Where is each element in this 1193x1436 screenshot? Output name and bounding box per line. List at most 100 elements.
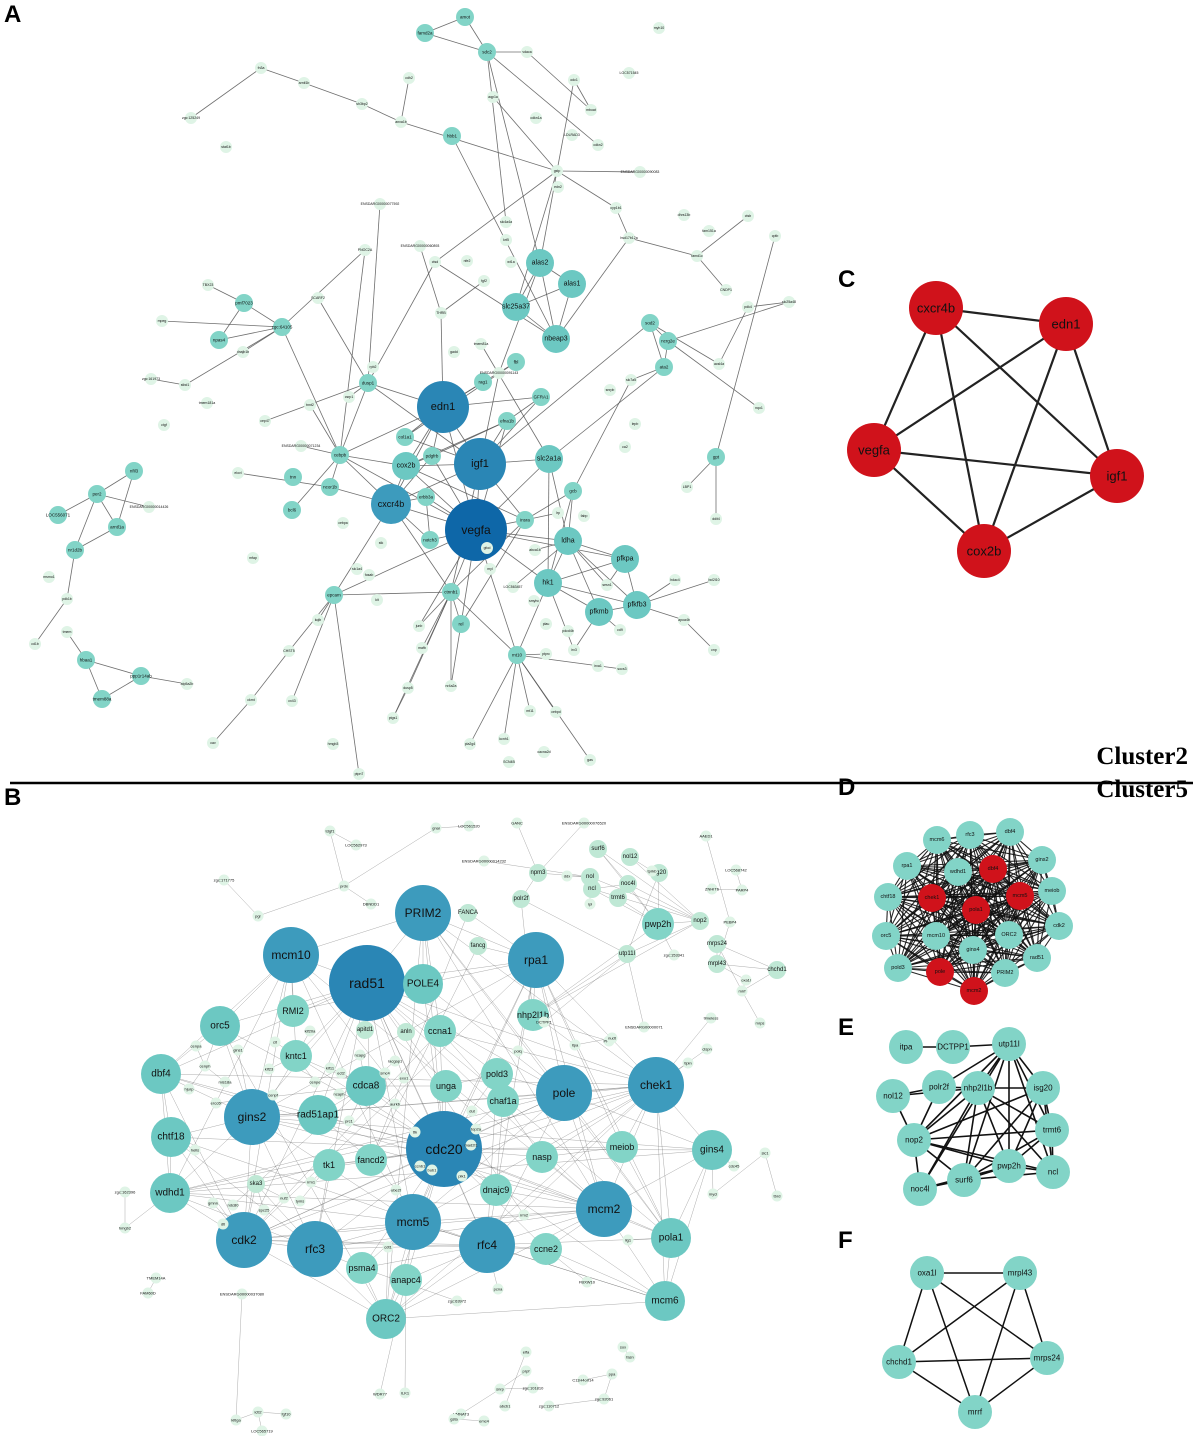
panel-a-node-circle-dusp1 xyxy=(359,374,377,392)
panel-b-edge-cdc20-orc5 xyxy=(219,1025,445,1150)
panel-a-nodes: vegfaigf1edn1cxcr4bcox2bslc2a1aldhahk1pf… xyxy=(29,8,796,780)
panel-a-node-label-atp5a2b: atp5a2b xyxy=(181,682,194,686)
panel-a-node-sesn1: sesn1 xyxy=(601,579,613,591)
panel-a-node-circle-fgf2 xyxy=(478,275,490,287)
panel-b-node-circle-dctpp1 xyxy=(538,1016,550,1028)
panel-b-node-circle-itpa xyxy=(569,1039,581,1051)
panel-a-node-gfod: gfod xyxy=(481,542,493,554)
panel-b-node-circle-fancd2 xyxy=(355,1144,387,1176)
panel-b-node-circle-ska3 xyxy=(247,1175,265,1193)
panel-b-node-label-ens10: ENSDARG00000037080 xyxy=(220,1292,265,1297)
panel-b-node-zgc92061: zgc:92061 xyxy=(595,1393,614,1405)
panel-a-node-label-stat1b: stat1b xyxy=(221,145,231,149)
panel-a-node-label-pnoc2a: PNOC2A xyxy=(358,248,373,252)
panel-b-node-zgc101810: zgc:101810 xyxy=(523,1382,544,1394)
panel-b-node-circle-ddx xyxy=(561,870,573,882)
panel-b-node-label-nudt: nudt xyxy=(608,1036,617,1041)
panel-a-edge-pdk4-acsl4a xyxy=(718,306,749,365)
panel-a-node-cnp: cnp xyxy=(708,644,720,656)
panel-a-node-label-efna1b: efna1b xyxy=(500,419,514,424)
panel-b-node-hjurp: hjurp xyxy=(183,1083,195,1095)
panel-b-node-timeless: timeless xyxy=(704,1012,719,1024)
panel-b-node-circle-exo1 xyxy=(398,1072,410,1084)
panel-b-node-slc1: slc1 xyxy=(759,1147,771,1159)
panel-b-node-label-chaf1a: chaf1a xyxy=(489,1096,516,1106)
panel-a-node-circle-ctsb xyxy=(742,210,754,222)
panel-b-node-circle-prim2 xyxy=(395,885,451,941)
panel-b-node-npm3: npm3 xyxy=(529,864,547,882)
panel-a-node-circle-hmgb3 xyxy=(327,738,339,750)
panel-b-node-dut: dut xyxy=(466,1105,478,1117)
panel-b-edge-rfc3-chtf18 xyxy=(170,1136,316,1250)
panel-a-node-fbl: fbl xyxy=(507,353,525,371)
panel-b-node-circle-cenpf xyxy=(267,1089,279,1101)
panel-d-node-label-pola1: pola1 xyxy=(969,907,982,913)
panel-b-edge-chek1-rpa1 xyxy=(535,959,657,1086)
panel-a-node-circle-zgc64105 xyxy=(273,318,291,336)
panel-a-edge-nbeap3-hsd17b12a xyxy=(555,237,630,340)
panel-b-edge-elfa-abcb1 xyxy=(504,1351,527,1407)
panel-c-node-circle-vegfa xyxy=(847,423,901,477)
panel-b-node-circle-zgc162396 xyxy=(119,1186,131,1198)
panel-a-node-circle-ens4 xyxy=(414,240,426,252)
panel-a-node-ldlrad3: LDLRAD3 xyxy=(564,129,580,141)
panel-b-node-prc1: prc1 xyxy=(343,1115,355,1127)
panel-d-node-chtf18: chtf18 xyxy=(874,883,902,911)
panel-a-node-circle-anxa1b xyxy=(395,116,407,128)
panel-b-node-circle-racgap1 xyxy=(389,1055,401,1067)
panel-b-node-label-loc565719: LOC565719 xyxy=(251,1429,273,1434)
panel-e-node-pwp2h: pwp2h xyxy=(992,1149,1026,1183)
panel-b-node-chchd1: chchd1 xyxy=(767,961,787,979)
panel-a-node-label-rel: rel xyxy=(458,622,463,627)
panel-b-node-label-ect2: ect2 xyxy=(337,1071,345,1076)
panel-b-node-circle-rad51ap1 xyxy=(298,1095,338,1135)
panel-a-edge-rel-nr4a2a xyxy=(450,623,462,687)
panel-a-node-label-ldha: ldha xyxy=(561,538,574,545)
panel-b-node-circle-dnajc9 xyxy=(480,1174,512,1206)
panel-a-node-myh10: myh10 xyxy=(653,22,665,34)
panel-b-node-mcm10: mcm10 xyxy=(263,927,319,983)
panel-a-node-label-npas4: npas4 xyxy=(213,338,226,343)
panel-b-node-circle-noc4l xyxy=(619,875,637,893)
panel-b-node-circle-parp4 xyxy=(736,884,748,896)
panel-b-node-label-ccna1: ccna1 xyxy=(428,1026,452,1036)
panel-a-node-label-fam151a: fam151a xyxy=(702,229,716,233)
panel-b-node-circle-surf6 xyxy=(589,840,607,858)
panel-a-node-label-tmem81a: tmem81a xyxy=(474,342,489,346)
panel-a-node-circle-insra xyxy=(516,511,534,529)
panel-b-edge-gins4-mcm6 xyxy=(664,1149,713,1302)
panel-b-node-ercc6l: ercc6l xyxy=(210,1097,222,1109)
panel-d-node-label-pold3: pold3 xyxy=(891,965,904,971)
panel-a-node-label-cndp1: CNDP1 xyxy=(720,288,732,292)
panel-a-node-tbx23: TBX23 xyxy=(202,279,214,291)
panel-b-node-circle-pebp4 xyxy=(724,916,736,928)
panel-b-node-ncapg: ncapg xyxy=(354,1049,366,1061)
panel-b-node-dnajc9: dnajc9 xyxy=(480,1174,512,1206)
panel-b-node-label-wdr77: WDR77 xyxy=(373,1392,388,1397)
panel-a-node-cdh2: cdh2 xyxy=(403,72,415,84)
panel-b-node-label-racgap1: racgap1 xyxy=(388,1059,403,1064)
panel-a-node-hdac4: hdac4 xyxy=(669,574,681,586)
panel-a-node-irxa1: irxa1 xyxy=(592,660,604,672)
panel-b-node-zgc162396: zgc:162396 xyxy=(115,1186,136,1198)
panel-a-node-smyhc: smyhc xyxy=(528,595,540,607)
panel-a-node-label-per2: per2 xyxy=(92,492,102,497)
panel-d-node-circle-gins4 xyxy=(959,936,987,964)
panel-c-node-label-cxcr4b: cxcr4b xyxy=(917,301,955,316)
panel-b-node-circle-dbf4 xyxy=(141,1054,181,1094)
panel-b-edge-nop2-noc4l xyxy=(627,883,701,922)
panel-a-node-circle-sesn1 xyxy=(601,579,613,591)
panel-b-node-pole4: POLE4 xyxy=(403,964,443,1004)
panel-b-node-circle-ens10 xyxy=(236,1288,248,1300)
panel-a-node-pla2g4: pla2g4 xyxy=(464,738,476,750)
panel-e-node-noc4l: noc4l xyxy=(903,1172,937,1206)
panel-b-node-label-timeless: timeless xyxy=(704,1016,719,1021)
panel-b-node-kif23: kif23 xyxy=(263,1063,275,1075)
panel-b-edge-nhp2l1b-nop2 xyxy=(532,920,701,1016)
panel-a-edge-chst5-ckmt xyxy=(250,650,290,701)
panel-a-node-vegfa: vegfa xyxy=(445,499,507,561)
panel-b-node-label-rpl: rpl xyxy=(588,902,593,907)
panel-a-node-label-pdk1b: pdk1b xyxy=(62,597,72,601)
panel-d-node-label-wdhd1: wdhd1 xyxy=(949,869,966,875)
panel-a-node-circle-pdk4 xyxy=(742,301,754,313)
